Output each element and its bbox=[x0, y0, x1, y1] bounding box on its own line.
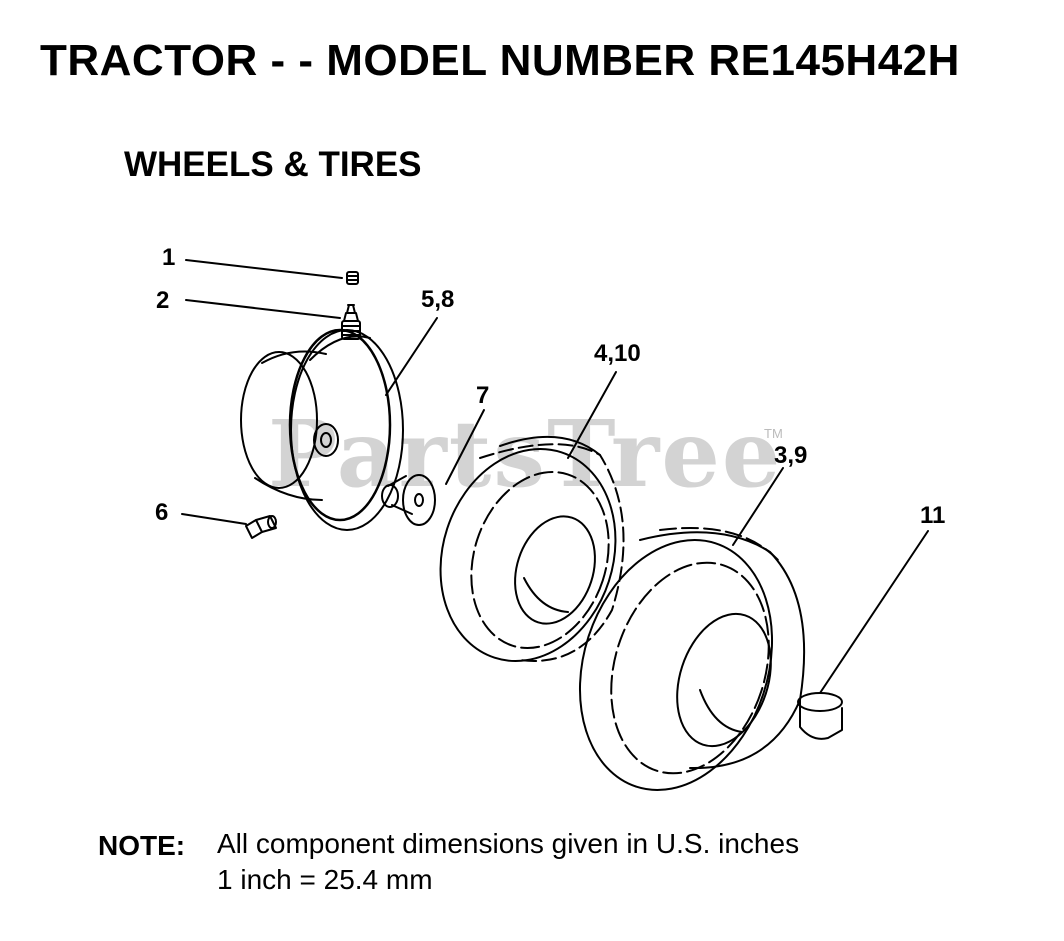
note-line-2: 1 inch = 25.4 mm bbox=[217, 864, 433, 895]
part-bolt bbox=[245, 515, 277, 539]
callout-2: 2 bbox=[156, 287, 170, 314]
part-tire-rear bbox=[578, 527, 806, 792]
leader-lines bbox=[181, 259, 929, 694]
note-line-1: All component dimensions given in U.S. i… bbox=[217, 828, 800, 859]
part-bushing bbox=[381, 474, 436, 526]
part-wheel-rim bbox=[240, 328, 404, 531]
part-tire-front bbox=[439, 435, 625, 663]
callout-11: 11 bbox=[920, 502, 946, 529]
note-label: NOTE: bbox=[98, 830, 186, 861]
callout-4-10: 4,10 bbox=[594, 340, 641, 367]
callout-5-8: 5,8 bbox=[421, 286, 455, 313]
part-cap bbox=[797, 692, 843, 740]
callout-1: 1 bbox=[162, 244, 176, 271]
watermark-trademark: TM bbox=[764, 426, 783, 441]
part-valve-stem bbox=[341, 304, 361, 340]
part-valve-cap bbox=[346, 271, 359, 285]
section-title: WHEELS & TIRES bbox=[124, 145, 422, 184]
diagram-title: TRACTOR - - MODEL NUMBER RE145H42H bbox=[40, 36, 960, 85]
watermark: PartsTree bbox=[268, 400, 783, 508]
callout-6: 6 bbox=[155, 499, 169, 526]
callout-7: 7 bbox=[476, 382, 490, 409]
callout-3-9: 3,9 bbox=[774, 442, 808, 469]
